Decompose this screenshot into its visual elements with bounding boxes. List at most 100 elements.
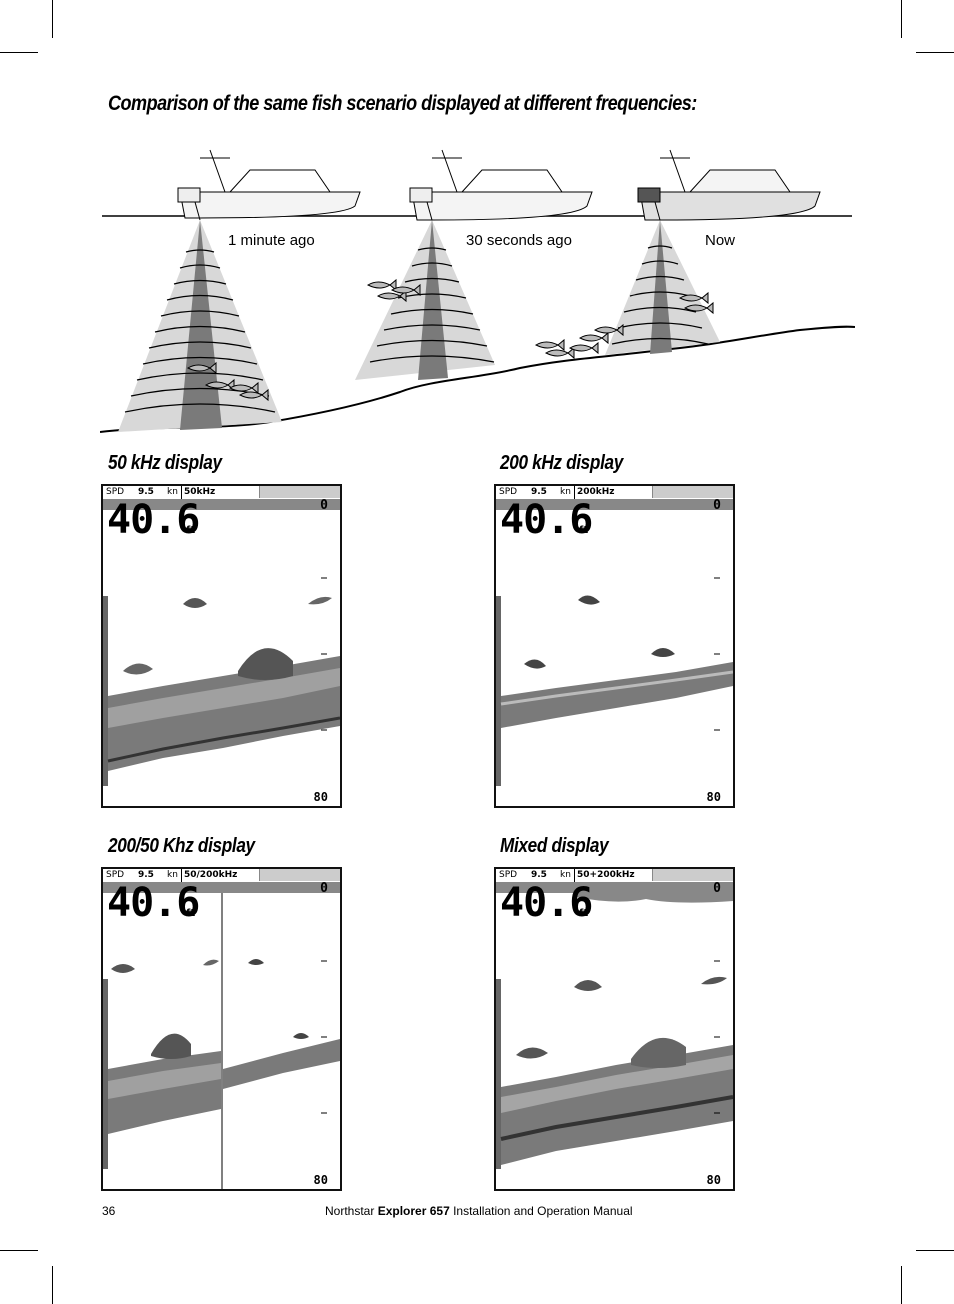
sonar-beam-2 <box>355 220 495 380</box>
scene-label-3: Now <box>705 232 736 249</box>
status-icons <box>652 486 733 498</box>
page-number: 36 <box>102 1204 116 1218</box>
depth-readout: 40.6 <box>107 880 200 926</box>
fish-scenario-illustration: 1 minute ago 30 seconds ago Now <box>99 140 856 440</box>
speed-value: 9.5 <box>138 487 154 497</box>
status-icons <box>652 869 733 881</box>
crop-mark <box>52 0 53 38</box>
status-bar: SPD 9.5 kn 50+200kHz <box>496 869 733 882</box>
footer-rest: Installation and Operation Manual <box>453 1204 633 1218</box>
caption-mixed: Mixed display <box>500 835 609 857</box>
caption-200khz: 200 kHz display <box>500 452 623 474</box>
depth-unit: ft <box>186 525 196 536</box>
depth-readout: 40.6 <box>107 497 200 543</box>
frequency-label: 50kHz <box>181 486 216 499</box>
speed-unit: kn <box>560 870 571 880</box>
sonar-beam-1 <box>118 220 282 432</box>
status-bar: SPD 9.5 kn 50kHz <box>103 486 340 499</box>
footer-brand: Northstar <box>325 1204 375 1218</box>
status-icons <box>259 869 340 881</box>
echo-plot <box>103 893 340 1189</box>
crop-mark <box>916 52 954 53</box>
crop-mark <box>52 1266 53 1304</box>
footer-product: Explorer 657 <box>377 1204 450 1218</box>
fish-arch <box>203 959 219 966</box>
sonar-beam-3 <box>605 220 720 355</box>
crop-mark <box>901 0 902 38</box>
speed-label: SPD <box>499 870 518 880</box>
fish-school <box>151 1033 191 1059</box>
fish-arch <box>308 596 332 605</box>
sounder-screen-50khz: SPD 9.5 kn 50kHz 0 40.6 ft 80 <box>101 484 342 808</box>
depth-unit: ft <box>579 908 589 919</box>
status-bar-shade <box>496 882 733 893</box>
boat-3 <box>637 149 821 221</box>
fish-group <box>186 278 714 402</box>
status-bar: SPD 9.5 kn 200kHz <box>496 486 733 499</box>
speed-unit: kn <box>560 487 571 497</box>
scene-label-1: 1 minute ago <box>228 232 315 249</box>
fish-arch <box>578 595 600 605</box>
scale-bottom: 80 <box>313 790 328 804</box>
footer-title: Northstar Explorer 657 Installation and … <box>325 1204 633 1218</box>
scale-bottom: 80 <box>706 1173 721 1187</box>
speed-value: 9.5 <box>531 870 547 880</box>
caption-50khz: 50 kHz display <box>108 452 222 474</box>
crop-mark <box>0 52 38 53</box>
fish-arch <box>701 976 727 985</box>
crop-mark <box>901 1266 902 1304</box>
scale-top: 0 <box>713 498 721 513</box>
speed-unit: kn <box>167 487 178 497</box>
status-icons <box>259 486 340 498</box>
fish-arch <box>524 659 546 669</box>
speed-label: SPD <box>106 870 125 880</box>
frequency-label: 50/200kHz <box>181 869 238 882</box>
speed-unit: kn <box>167 870 178 880</box>
speed-label: SPD <box>106 487 125 497</box>
speed-value: 9.5 <box>531 487 547 497</box>
boat-2 <box>409 149 593 221</box>
fish-school <box>631 1037 686 1068</box>
status-bar: SPD 9.5 kn 50/200kHz <box>103 869 340 882</box>
echo-plot <box>496 577 733 786</box>
scene-label-2: 30 seconds ago <box>466 232 572 249</box>
fish-arch <box>516 1047 548 1059</box>
crop-mark <box>0 1250 38 1251</box>
scale-top: 0 <box>320 498 328 513</box>
status-bar-shade <box>103 882 340 893</box>
fish-arch <box>111 964 135 973</box>
seabed-echo-200 <box>223 1039 340 1089</box>
scale-top: 0 <box>713 881 721 896</box>
fish-arch <box>651 648 675 657</box>
seabed-echo <box>501 662 733 728</box>
sounder-screen-mixed: SPD 9.5 kn 50+200kHz 0 40.6 ft 80 <box>494 867 735 1191</box>
echo-plot <box>496 893 733 1169</box>
depth-unit: ft <box>579 525 589 536</box>
fish-arch <box>183 598 207 608</box>
boat-1 <box>177 149 361 221</box>
scale-bottom: 80 <box>313 1173 328 1187</box>
fish-arch <box>293 1033 309 1039</box>
scale-bottom: 80 <box>706 790 721 804</box>
fish-arch <box>123 663 153 675</box>
depth-readout: 40.6 <box>500 880 593 926</box>
frequency-label: 50+200kHz <box>574 869 635 882</box>
fish-arch <box>248 959 264 965</box>
caption-200-50khz: 200/50 Khz display <box>108 835 255 857</box>
fish-school <box>238 648 293 680</box>
sounder-screen-split: SPD 9.5 kn 50/200kHz 0 40.6 ft 80 <box>101 867 342 1191</box>
frequency-label: 200kHz <box>574 486 615 499</box>
sounder-screen-200khz: SPD 9.5 kn 200kHz 0 40.6 ft 80 <box>494 484 735 808</box>
status-bar-shade <box>496 499 733 510</box>
depth-unit: ft <box>186 908 196 919</box>
speed-value: 9.5 <box>138 870 154 880</box>
status-bar-shade <box>103 499 340 510</box>
depth-readout: 40.6 <box>500 497 593 543</box>
scenario-svg <box>99 149 856 433</box>
seabed-line <box>99 325 856 433</box>
surface-clutter <box>576 893 733 903</box>
page-title: Comparison of the same fish scenario dis… <box>108 92 697 115</box>
speed-label: SPD <box>499 487 518 497</box>
fish-arch <box>574 980 602 991</box>
echo-plot <box>103 577 340 786</box>
